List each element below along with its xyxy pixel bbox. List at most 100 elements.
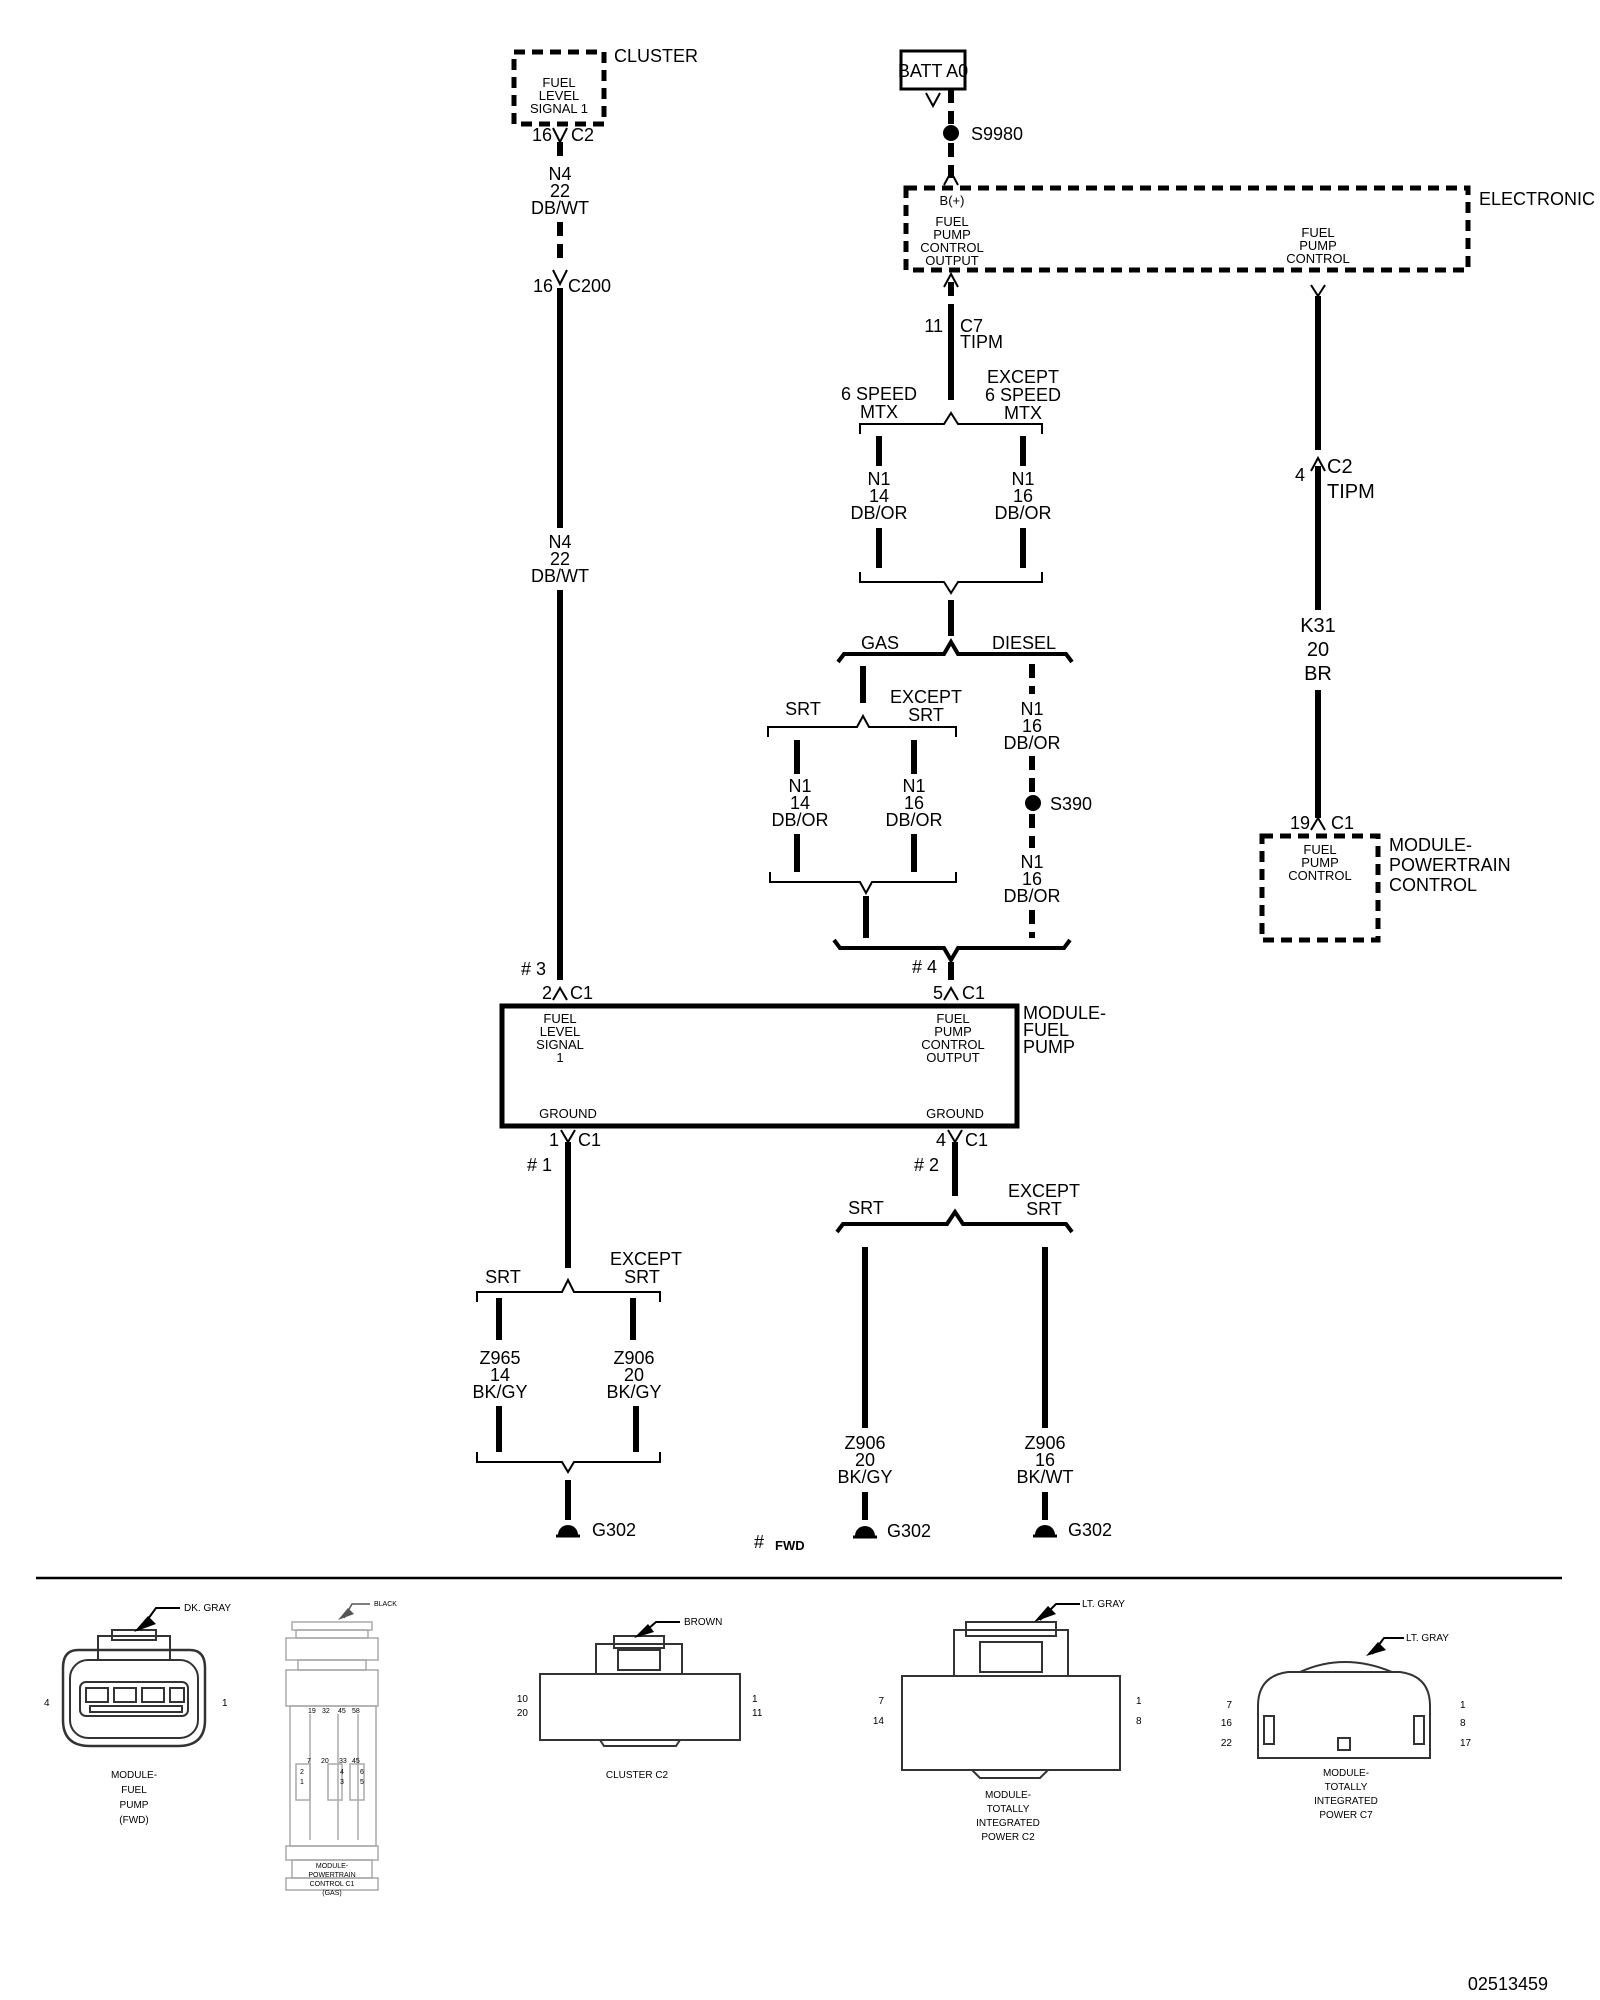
fp-pin4: 4: [936, 1130, 946, 1150]
note-fwd: FWD: [775, 1538, 805, 1553]
option-except-mtx6: EXCEPT 6 SPEED MTX: [985, 367, 1061, 423]
option-srt-3: SRT: [848, 1198, 884, 1218]
ground-g302-2: G302: [853, 1521, 931, 1541]
mtx-join-brace: [859, 572, 1043, 595]
fp-pin2: 2: [542, 983, 552, 1003]
cluster-module: CLUSTER FUEL LEVEL SIGNAL 1 16 C2: [511, 46, 698, 145]
svg-text:TOTALLY: TOTALLY: [1325, 1782, 1368, 1793]
option-gas: GAS: [861, 633, 899, 653]
connector-pcm-c1: BLACK 19 32 45 58 7 20 33 45 2 4 6 1 3 5…: [285, 1601, 397, 1897]
svg-text:8: 8: [1136, 1716, 1142, 1727]
fp-pin4-chevron: [947, 1129, 963, 1144]
svg-text:FUEL: FUEL: [1023, 1020, 1069, 1040]
svg-text:POWER C2: POWER C2: [981, 1832, 1035, 1843]
wire-z906-16-label: Z906 16 BK/WT: [1017, 1433, 1074, 1487]
svg-text:14: 14: [869, 486, 889, 506]
fp-ground-4: GROUND: [926, 1106, 984, 1121]
gas-diesel-brace: [836, 638, 1074, 664]
svg-text:16: 16: [1022, 869, 1042, 889]
pcm-conn-name-3: CONTROL C1: [310, 1881, 355, 1888]
svg-text:16: 16: [904, 793, 924, 813]
svg-text:6 SPEED: 6 SPEED: [841, 384, 917, 404]
note-2: # 2: [914, 1155, 939, 1175]
tipm-control-chevron: [1310, 284, 1326, 298]
svg-text:OUTPUT: OUTPUT: [925, 253, 979, 268]
wire-n4-lower-label: N4 22 DB/WT: [531, 532, 589, 586]
svg-text:14: 14: [873, 1716, 885, 1727]
tipm-bplus-chevron: [943, 169, 959, 186]
tipm-bplus: B(+): [940, 193, 965, 208]
svg-text:SIGNAL: SIGNAL: [536, 1037, 584, 1052]
svg-text:SRT: SRT: [1026, 1199, 1062, 1219]
connector-tipm-c7: LT. GRAY 7 16 22 1 8 17 MODULE- TOTALLY …: [1221, 1633, 1472, 1821]
svg-text:16: 16: [1035, 1450, 1055, 1470]
svg-text:G302: G302: [887, 1521, 931, 1541]
c2-tipm-pin: 4: [1295, 465, 1305, 485]
doc-number: 02513459: [1468, 1974, 1548, 1994]
svg-text:SRT: SRT: [624, 1267, 660, 1287]
svg-text:45: 45: [338, 1708, 346, 1715]
svg-text:22: 22: [1221, 1738, 1233, 1749]
svg-text:10: 10: [517, 1694, 529, 1705]
c2-tipm-module: TIPM: [1327, 481, 1375, 503]
svg-text:CONTROL: CONTROL: [1389, 875, 1477, 895]
pcm-conn-variant: (GAS): [322, 1890, 341, 1897]
svg-text:N4: N4: [548, 532, 571, 552]
pcm-conn-name-2: POWERTRAIN: [308, 1872, 355, 1879]
svg-text:N1: N1: [1020, 852, 1043, 872]
svg-text:BR: BR: [1304, 663, 1332, 685]
fp-conn-variant: (FWD): [119, 1815, 148, 1826]
gas-diesel-join-brace: [832, 938, 1072, 964]
pcm-conn-color: BLACK: [374, 1601, 397, 1608]
option-srt-1: SRT: [785, 699, 821, 719]
svg-text:6: 6: [360, 1769, 364, 1776]
c2-tipm-connector: C2: [1327, 456, 1353, 478]
svg-text:MTX: MTX: [860, 402, 898, 422]
splice-s9980-label: S9980: [971, 124, 1023, 144]
svg-text:N1: N1: [867, 469, 890, 489]
svg-text:N1: N1: [902, 776, 925, 796]
svg-text:PUMP: PUMP: [1299, 238, 1337, 253]
fp-pin5-chevron: [943, 986, 959, 1001]
cluster-pin-name-1: FUEL: [542, 75, 575, 90]
option-srt-2: SRT: [485, 1267, 521, 1287]
svg-text:LEVEL: LEVEL: [540, 1024, 580, 1039]
svg-text:N1: N1: [788, 776, 811, 796]
note-3: # 3: [521, 959, 546, 979]
svg-text:Z906: Z906: [613, 1348, 654, 1368]
svg-text:4: 4: [340, 1769, 344, 1776]
svg-text:N1: N1: [1011, 469, 1034, 489]
svg-text:14: 14: [490, 1365, 510, 1385]
svg-text:11: 11: [752, 1708, 763, 1719]
svg-text:BK/GY: BK/GY: [606, 1382, 661, 1402]
fp-conn-name-1: MODULE-: [111, 1770, 157, 1781]
svg-text:CONTROL: CONTROL: [1286, 251, 1350, 266]
tipm-title: ELECTRONIC: [1479, 189, 1595, 209]
svg-text:FUEL: FUEL: [543, 1011, 576, 1026]
svg-text:K31: K31: [1300, 615, 1336, 637]
fp-pin1-chevron: [560, 1129, 576, 1144]
cluster-conn-name: CLUSTER C2: [606, 1770, 669, 1781]
svg-text:7: 7: [1226, 1700, 1232, 1711]
svg-text:DB/OR: DB/OR: [1003, 733, 1060, 753]
note-1: # 1: [527, 1155, 552, 1175]
pcm-pin: 19: [1290, 813, 1310, 833]
cluster-title: CLUSTER: [614, 46, 698, 66]
svg-text:OUTPUT: OUTPUT: [926, 1050, 980, 1065]
option-diesel: DIESEL: [992, 633, 1056, 653]
svg-text:PUMP: PUMP: [1023, 1037, 1075, 1057]
c200-connector: C200: [568, 276, 611, 296]
svg-text:DB/OR: DB/OR: [1003, 886, 1060, 906]
splice-s9980-dot: [943, 125, 959, 141]
svg-text:G302: G302: [592, 1520, 636, 1540]
svg-text:POWER C7: POWER C7: [1319, 1810, 1373, 1821]
svg-text:FUEL: FUEL: [1303, 842, 1336, 857]
svg-text:45: 45: [352, 1758, 360, 1765]
wire-n1-16-srt-label: N1 16 DB/OR: [885, 776, 942, 830]
wire-n1-16-diesel-label-1: N1 16 DB/OR: [1003, 699, 1060, 753]
svg-text:MODULE-: MODULE-: [1323, 1768, 1369, 1779]
svg-text:16: 16: [1221, 1718, 1233, 1729]
wire-n1-14-srt-label: N1 14 DB/OR: [771, 776, 828, 830]
note-fwd-hash: #: [754, 1532, 764, 1552]
svg-text:G302: G302: [1068, 1520, 1112, 1540]
